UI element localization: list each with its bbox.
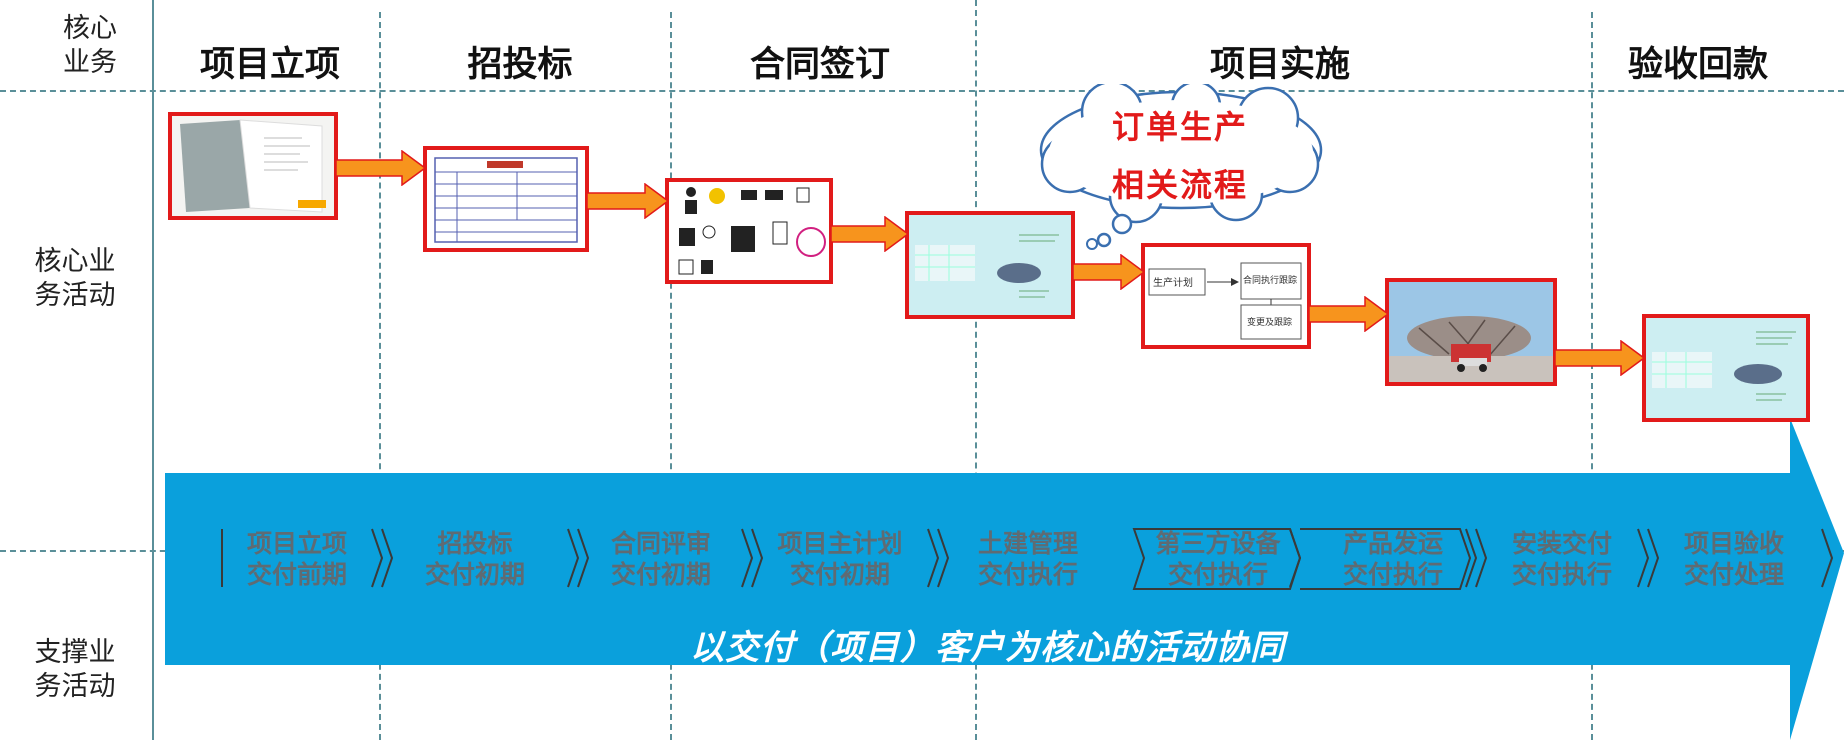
band-chevrons <box>221 528 1834 590</box>
phase-project-initiation: 项目立项 <box>199 45 340 85</box>
phase-bidding: 招投标 <box>467 45 573 85</box>
row-label-core-activities: 核心业 务活动 <box>20 245 130 313</box>
doc-contract-cover <box>905 211 1075 319</box>
flow-arrow-4 <box>1073 254 1145 290</box>
doc-stadium-photo <box>1385 278 1557 386</box>
phase-contract-signing: 合同签订 <box>749 45 890 85</box>
stage-6-line1: 第三方设备 <box>1155 529 1281 558</box>
row-label-core-activities-line1: 核心业 <box>34 246 116 277</box>
cloud-text-line1: 订单生产 <box>1112 108 1249 146</box>
stage-4: 项目主计划交付初期 <box>765 528 915 590</box>
flow-arrow-3 <box>831 216 909 252</box>
flow-arrow-5 <box>1309 296 1389 332</box>
thought-cloud-dot <box>1086 238 1098 250</box>
row-label-support-activities-line2: 务活动 <box>34 671 116 702</box>
row-label-support-activities: 支撑业 务活动 <box>20 636 130 704</box>
flow-arrow-2 <box>587 183 669 219</box>
stage-2: 招投标交付初期 <box>400 528 550 590</box>
acceptance-cover-image <box>1646 318 1806 418</box>
stage-1-line2: 交付前期 <box>246 560 347 589</box>
stage-8-line2: 交付执行 <box>1511 560 1612 589</box>
stage-9: 项目验收交付处理 <box>1659 528 1809 590</box>
phase-acceptance-payment: 验收回款 <box>1627 45 1768 85</box>
flowchart-box-1: 生产计划 <box>1153 276 1193 289</box>
header-divider <box>0 90 1844 92</box>
stage-3: 合同评审交付初期 <box>586 528 736 590</box>
stage-8: 安装交付交付执行 <box>1487 528 1637 590</box>
stage-1-line1: 项目立项 <box>246 529 347 558</box>
phase-divider-4 <box>1591 12 1593 740</box>
stage-5: 土建管理交付执行 <box>953 528 1103 590</box>
row-label-core-business: 核心 业务 <box>35 12 145 80</box>
stage-3-line1: 合同评审 <box>610 529 711 558</box>
flow-arrow-6 <box>1555 340 1645 376</box>
stage-8-line1: 安装交付 <box>1511 529 1612 558</box>
row-header-divider <box>152 0 154 740</box>
doc-acceptance-cover <box>1642 314 1810 422</box>
stage-7-line2: 交付执行 <box>1342 560 1443 589</box>
row-label-support-activities-line1: 支撑业 <box>34 637 116 668</box>
stage-4-line1: 项目主计划 <box>777 529 903 558</box>
signs-image <box>669 182 829 280</box>
flowchart-image: 生产计划 合同执行跟踪 变更及跟踪 <box>1145 247 1307 345</box>
flowchart-box-2: 合同执行跟踪 <box>1243 274 1297 286</box>
stage-2-line2: 交付初期 <box>424 560 525 589</box>
doc-production-flowchart: 生产计划 合同执行跟踪 变更及跟踪 <box>1141 243 1311 349</box>
row-label-core-activities-line2: 务活动 <box>34 280 116 311</box>
row-label-core-business-line1: 核心 <box>63 13 117 44</box>
cloud-text-line2: 相关流程 <box>1112 166 1249 204</box>
stage-5-line2: 交付执行 <box>977 560 1078 589</box>
thought-cloud <box>1039 84 1323 248</box>
stage-1: 项目立项交付前期 <box>222 528 372 590</box>
stage-5-line1: 土建管理 <box>977 529 1078 558</box>
stage-6-line2: 交付执行 <box>1167 560 1268 589</box>
doc-bidding-form <box>423 146 589 252</box>
stage-7-line1: 产品发运 <box>1342 529 1443 558</box>
booklet-image <box>172 116 334 216</box>
doc-project-initiation <box>168 112 338 220</box>
stage-9-line1: 项目验收 <box>1683 529 1784 558</box>
phase-implementation: 项目实施 <box>1209 45 1350 85</box>
stage-4-line2: 交付初期 <box>789 560 890 589</box>
stage-9-line2: 交付处理 <box>1683 560 1784 589</box>
stage-6: 第三方设备交付执行 <box>1143 528 1293 590</box>
phase-divider-1 <box>379 12 381 740</box>
row-label-core-business-line2: 业务 <box>63 47 117 78</box>
band-label: 以交付（项目）客户为核心的活动协同 <box>690 628 1285 668</box>
form-image <box>427 150 585 248</box>
stage-2-line1: 招投标 <box>437 529 513 558</box>
stage-7: 产品发运交付执行 <box>1318 528 1468 590</box>
cover-image <box>909 215 1071 315</box>
collaboration-band <box>165 418 1844 740</box>
flowchart-box-3: 变更及跟踪 <box>1247 316 1292 328</box>
flow-arrow-1 <box>336 150 426 186</box>
phase-divider-2 <box>670 12 672 740</box>
doc-contract-signs <box>665 178 833 284</box>
stage-3-line2: 交付初期 <box>610 560 711 589</box>
phase-divider-3 <box>975 0 977 740</box>
stadium-image <box>1389 282 1553 382</box>
